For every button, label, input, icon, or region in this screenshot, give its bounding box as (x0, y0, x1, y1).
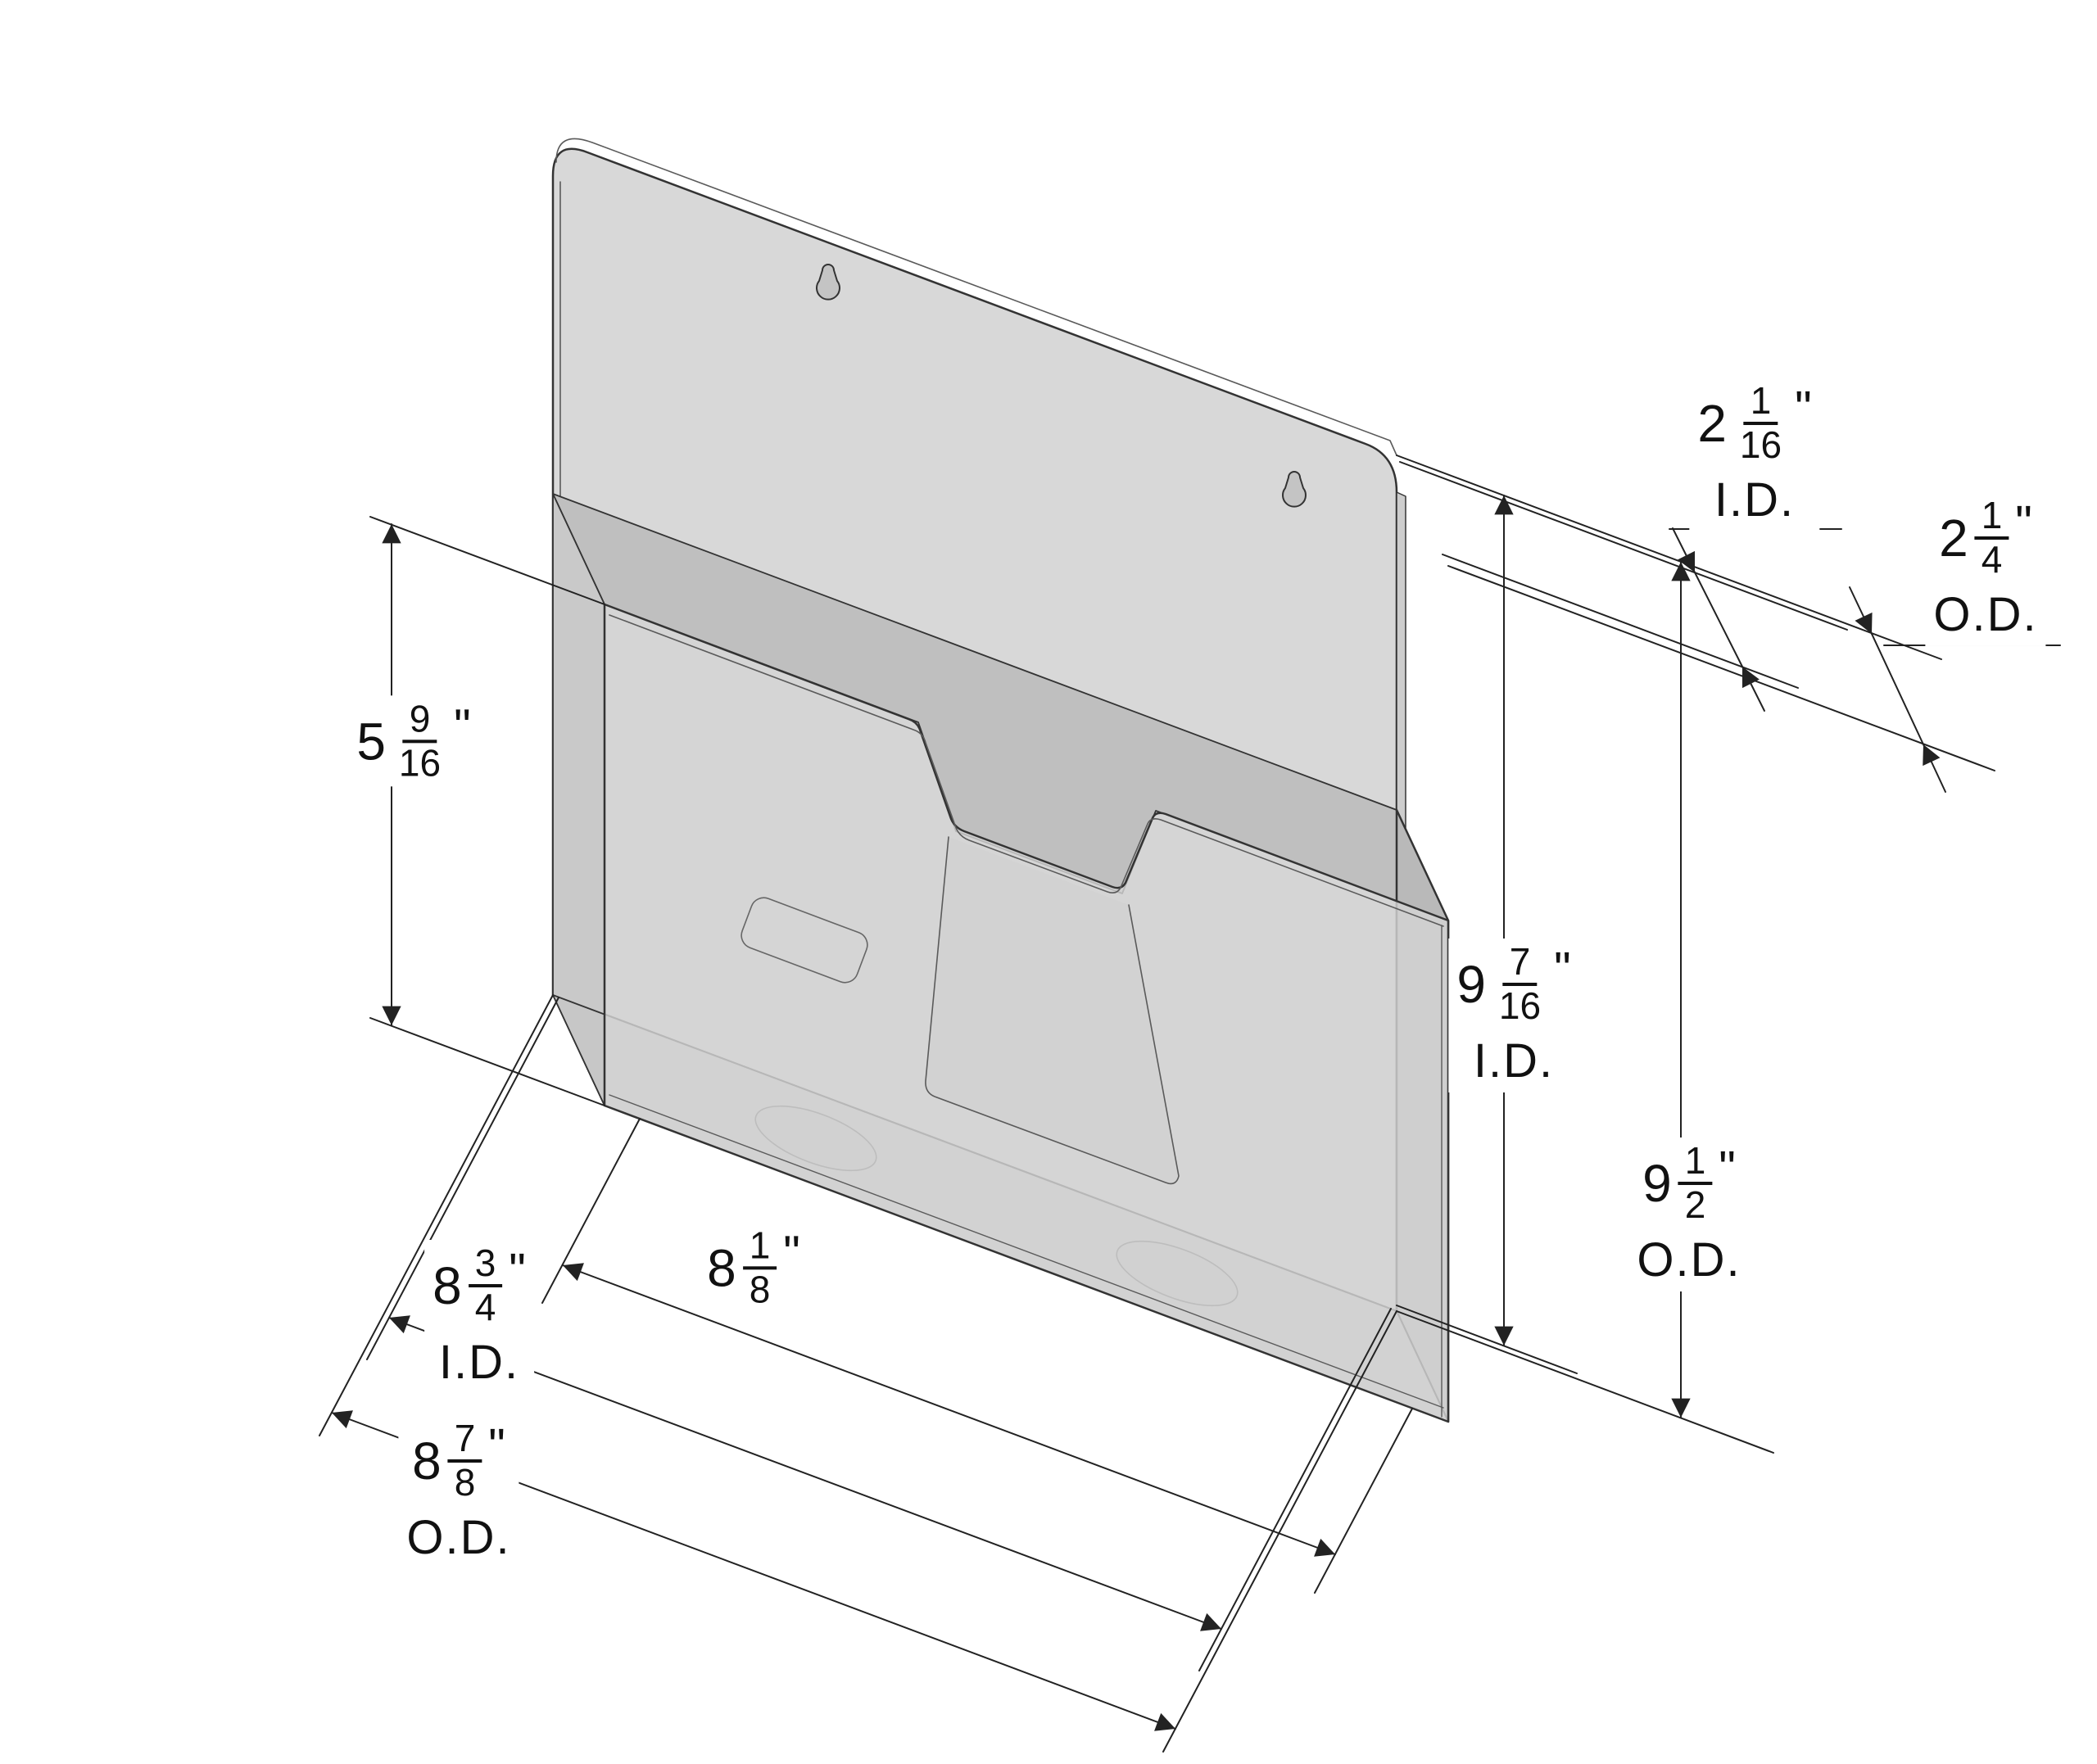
fraction-numerator: 3 (468, 1242, 503, 1287)
dimension-qualifier: I.D. (1714, 473, 1796, 527)
inner-channel-outline (925, 836, 1180, 1185)
dimension-unit: " (454, 699, 471, 753)
dimension-qualifier: I.D. (438, 1336, 520, 1390)
extension-line-top-edge (1396, 455, 1942, 660)
extension-line (369, 516, 605, 605)
dimension-fraction: 1 2 (1678, 1140, 1713, 1226)
extension-line-top-inner (1399, 461, 1848, 631)
dimension-unit: " (1719, 1141, 1736, 1195)
dimension-label-height-outside: 9 1 2 " O.D. (1628, 1137, 1750, 1292)
extension-line (366, 997, 559, 1360)
dimension-unit: " (2015, 495, 2032, 550)
dim-depth-inside (1669, 527, 1842, 712)
extension-line (1314, 1408, 1413, 1594)
dimension-qualifier: O.D. (1933, 588, 2038, 642)
dimension-value: 2 1 16 " (1697, 380, 1812, 466)
dimension-whole: 5 (356, 712, 386, 771)
dimension-line (1694, 572, 1743, 667)
fraction-denominator: 16 (398, 741, 442, 784)
dimension-unit: " (1554, 942, 1571, 996)
keyhole-slot-right (1282, 471, 1307, 508)
dimension-arrow (1849, 586, 1873, 635)
dimension-label-width-inside: 8 3 4 " I.D. (424, 1239, 534, 1395)
dimension-value: 9 7 16 " (1456, 941, 1571, 1027)
dimension-unit: " (1795, 381, 1812, 435)
fraction-numerator: 7 (1502, 941, 1538, 986)
dimension-label-width-pocket-inner: 8 1 8 " (699, 1222, 808, 1314)
dimension-unit: " (509, 1243, 526, 1297)
dimension-whole: 8 (412, 1431, 442, 1490)
dimension-value: 9 1 2 " (1642, 1140, 1736, 1226)
extension-line-front-inner (1442, 554, 1799, 689)
fraction-denominator: 4 (1981, 537, 2003, 581)
dimension-qualifier: O.D. (406, 1511, 511, 1565)
fraction-denominator: 4 (474, 1285, 496, 1328)
extension-line (1162, 1310, 1397, 1753)
fraction-denominator: 8 (454, 1460, 476, 1504)
dimension-fraction: 1 4 (1974, 495, 2009, 581)
fraction-numerator: 7 (447, 1418, 482, 1463)
dimension-label-depth-inside: 2 1 16 " I.D. (1689, 377, 1820, 532)
dimension-fraction: 7 8 (447, 1418, 482, 1504)
dimension-value: 8 3 4 " (433, 1242, 526, 1328)
dimension-fraction: 1 16 (1733, 380, 1788, 466)
extension-line (541, 1118, 641, 1304)
fraction-numerator: 1 (1974, 495, 2009, 540)
back-panel-top-edge (555, 138, 1397, 456)
fraction-numerator: 1 (1743, 380, 1778, 425)
fraction-numerator: 1 (742, 1225, 777, 1269)
extension-line (319, 994, 554, 1436)
extension-line (1396, 1305, 1578, 1374)
extension-line (1198, 1308, 1392, 1671)
dimension-arrow (1741, 666, 1765, 712)
dimension-whole: 9 (1642, 1153, 1672, 1213)
dimension-label-pocket-front-height: 5 9 16 " (348, 695, 479, 787)
dimension-line (1871, 633, 1924, 745)
extension-line (369, 1017, 605, 1106)
dimension-label-depth-outside: 2 1 4 " O.D. (1925, 491, 2046, 647)
fraction-denominator: 16 (1498, 984, 1542, 1027)
fraction-denominator: 2 (1684, 1183, 1706, 1226)
dimension-whole: 2 (1697, 393, 1727, 453)
dimension-label-height-inside: 9 7 16 " I.D. (1448, 938, 1579, 1093)
dimension-qualifier: O.D. (1637, 1233, 1741, 1287)
label-recess (741, 897, 868, 984)
dimension-value: 5 9 16 " (356, 699, 470, 783)
dimension-qualifier: I.D. (1473, 1034, 1555, 1088)
dimension-fraction: 9 16 (392, 699, 447, 783)
extension-line-front-plane (1447, 565, 1995, 771)
dimension-unit: " (783, 1226, 800, 1279)
dimension-value: 2 1 4 " (1939, 495, 2032, 580)
dimension-fraction: 3 4 (468, 1242, 503, 1328)
dimension-label-width-outside: 8 7 8 " O.D. (398, 1414, 519, 1570)
fraction-numerator: 1 (1678, 1140, 1713, 1185)
dimension-whole: 8 (707, 1238, 736, 1297)
dimension-arrow (1923, 744, 1946, 793)
dim-height-inside (1396, 495, 1578, 1374)
dimension-whole: 2 (1939, 508, 1968, 568)
dimension-whole: 9 (1456, 954, 1486, 1014)
dimension-fraction: 7 16 (1492, 941, 1547, 1027)
dimension-whole: 8 (433, 1255, 462, 1315)
fraction-numerator: 9 (402, 699, 437, 743)
pocket-wall-inner-edge (609, 614, 1444, 927)
dimension-unit: " (488, 1418, 505, 1472)
fraction-denominator: 8 (749, 1268, 771, 1310)
keyhole-slot-top (816, 264, 840, 301)
fraction-denominator: 16 (1739, 423, 1782, 466)
extension-line (1396, 1310, 1774, 1454)
brochure-holder-object (551, 138, 1450, 1423)
dimension-fraction: 1 8 (742, 1225, 777, 1310)
dimension-value: 8 7 8 " (412, 1418, 505, 1503)
dimension-arrow (1672, 527, 1696, 573)
dimension-value: 8 1 8 " (707, 1225, 800, 1309)
